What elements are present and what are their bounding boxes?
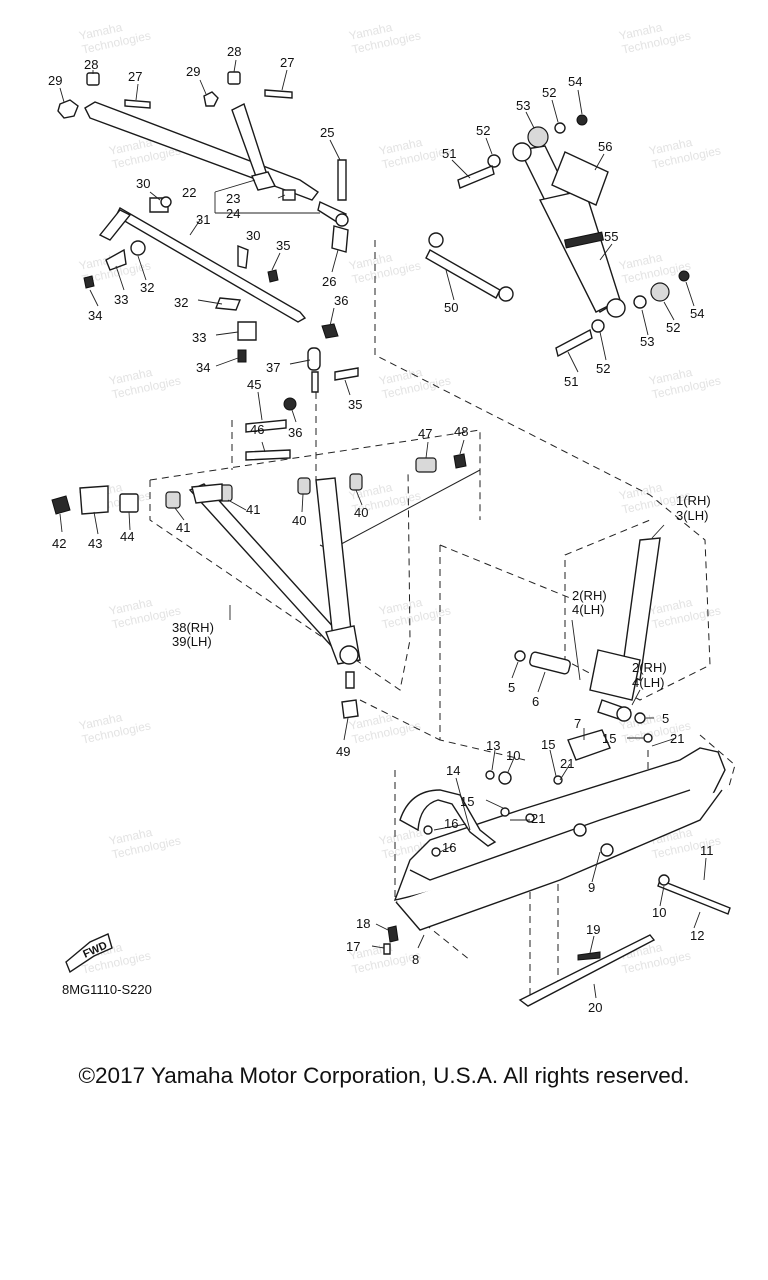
drawing-code: 8MG1110-S220 (62, 982, 152, 997)
callout: 36 (334, 293, 348, 308)
callout: 17 (346, 939, 360, 954)
callout: 30 (136, 176, 150, 191)
callout: 21 (670, 731, 684, 746)
callout: 28 (84, 57, 98, 72)
callout: 16 (442, 840, 456, 855)
spindle (514, 537, 661, 724)
callout: 27 (128, 69, 142, 84)
callout: 52 (666, 320, 680, 335)
callout: 29 (186, 64, 200, 79)
callout: 15 (541, 737, 555, 752)
leader-lines (59, 59, 707, 999)
callout: 5 (508, 680, 515, 695)
callout: 18 (356, 916, 370, 931)
callout: 41 (176, 520, 190, 535)
callout: 16 (444, 816, 458, 831)
callout: 52 (542, 85, 556, 100)
callout: 25 (320, 125, 334, 140)
callout: 29 (48, 73, 62, 88)
callout: 30 (246, 228, 260, 243)
callout: 39(LH) (172, 634, 212, 649)
copyright-notice: ©2017 Yamaha Motor Corporation, U.S.A. A… (78, 1063, 690, 1088)
callout: 11 (700, 843, 714, 858)
callout: 2(RH) (632, 660, 667, 675)
callout: 34 (196, 360, 210, 375)
callout: 48 (454, 424, 468, 439)
callout: 49 (336, 744, 350, 759)
callout: 40 (354, 505, 368, 520)
callout: 51 (564, 374, 578, 389)
callout: 33 (114, 292, 128, 307)
callout: 20 (588, 1000, 602, 1015)
callout: 4(LH) (572, 602, 605, 617)
callout: 56 (598, 139, 612, 154)
callout: 52 (476, 123, 490, 138)
callout: 44 (120, 529, 134, 544)
callout: 13 (486, 738, 500, 753)
upper-a-arm (57, 71, 349, 227)
shock-absorber (457, 114, 690, 358)
callout: 14 (446, 763, 460, 778)
callout: 38(RH) (172, 620, 214, 635)
callout: 2(RH) (572, 588, 607, 603)
callout: 55 (604, 229, 618, 244)
callout: 32 (174, 295, 188, 310)
callout: 15 (460, 794, 474, 809)
lower-a-arm (51, 419, 467, 719)
callout: 9 (588, 880, 595, 895)
callout: 53 (516, 98, 530, 113)
callout: 8 (412, 952, 419, 967)
callout: 5 (662, 711, 669, 726)
callout: 52 (596, 361, 610, 376)
callout: 27 (280, 55, 294, 70)
callout: 1(RH) (676, 493, 711, 508)
callout: 31 (196, 212, 210, 227)
callout: 53 (640, 334, 654, 349)
callout: 40 (292, 513, 306, 528)
callout: 45 (247, 377, 261, 392)
callout: 34 (88, 308, 102, 323)
callout: 7 (574, 716, 581, 731)
callout: 47 (418, 426, 432, 441)
callout: 50 (444, 300, 458, 315)
shock-tool (425, 232, 514, 302)
callout: 4(LH) (632, 675, 665, 690)
callout: 22 (182, 185, 196, 200)
callout: 33 (192, 330, 206, 345)
callout: 3(LH) (676, 508, 709, 523)
assembly-lines (149, 240, 736, 1000)
callout: 21 (560, 756, 574, 771)
callout: 54 (690, 306, 704, 321)
callout: 51 (442, 146, 456, 161)
callout: 19 (586, 922, 600, 937)
callout: 54 (568, 74, 582, 89)
callout: 10 (652, 905, 666, 920)
callout: 10 (506, 748, 520, 763)
callout: 12 (690, 928, 704, 943)
callout: 46 (250, 422, 264, 437)
callout: 21 (531, 811, 545, 826)
callout: 36 (288, 425, 302, 440)
callout: 15 (602, 731, 616, 746)
ski (383, 729, 731, 1007)
callout: 35 (276, 238, 290, 253)
callout: 32 (140, 280, 154, 295)
callout: 28 (227, 44, 241, 59)
callout: 24 (226, 206, 240, 221)
callout: 37 (266, 360, 280, 375)
callouts: 29 28 27 29 28 27 25 30 22 23 24 31 30 3… (48, 44, 714, 1015)
stabilizer-bar (83, 196, 339, 363)
callout: 41 (246, 502, 260, 517)
callout: 23 (226, 191, 240, 206)
link-rod (283, 347, 359, 411)
callout: 35 (348, 397, 362, 412)
callout: 43 (88, 536, 102, 551)
callout: 42 (52, 536, 66, 551)
callout: 6 (532, 694, 539, 709)
callout: 26 (322, 274, 336, 289)
bolt-and-bracket (331, 159, 349, 253)
